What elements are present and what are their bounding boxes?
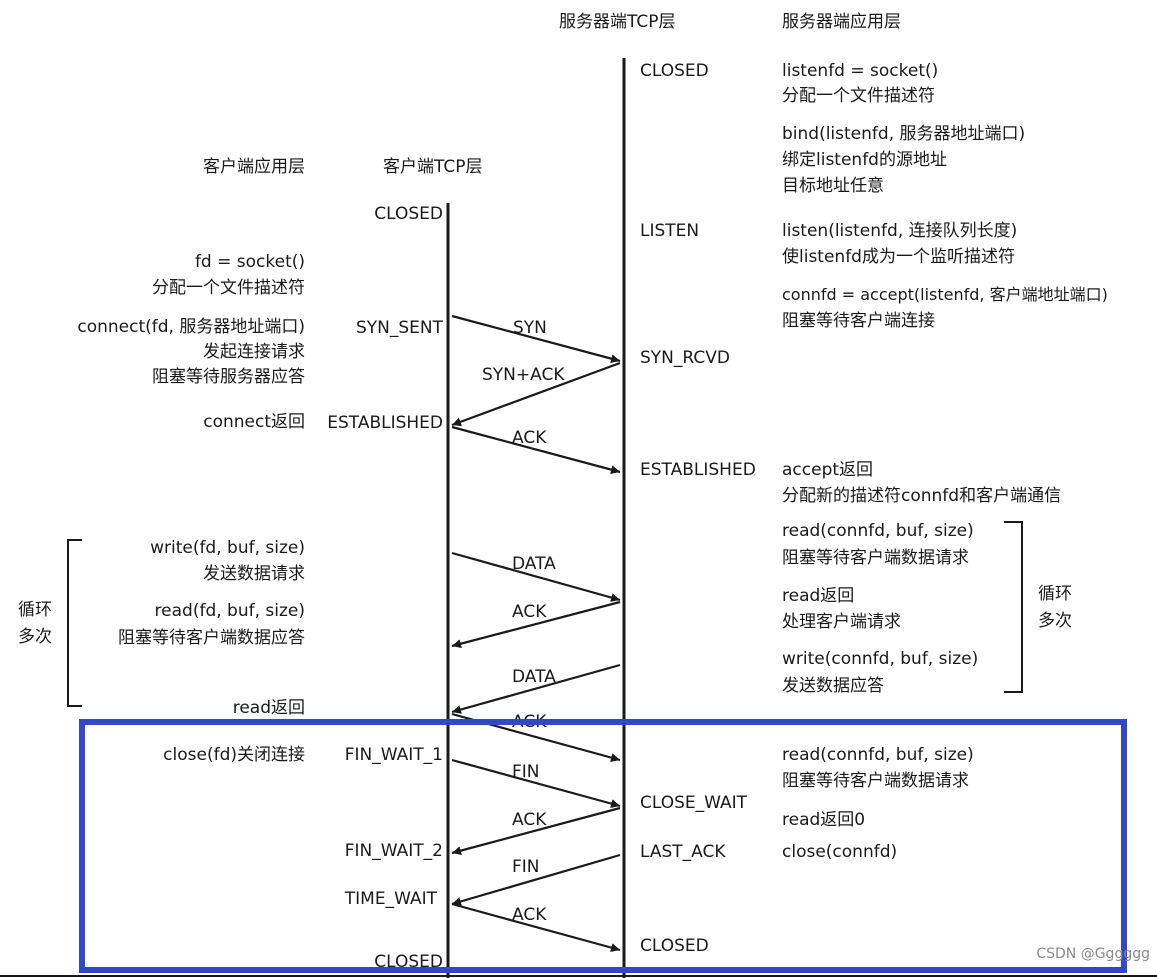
client-call-socket-desc: 分配一个文件描述符 [152, 278, 305, 298]
client-app-header: 客户端应用层 [203, 157, 305, 177]
server-state-syn-rcvd: SYN_RCVD [640, 348, 730, 368]
server-call-close: close(connfd) [782, 842, 897, 862]
client-call-read-desc: 阻塞等待客户端数据应答 [118, 628, 305, 648]
client-state-fin-wait-2: FIN_WAIT_2 [345, 841, 443, 861]
server-call-read-2-desc: 阻塞等待客户端数据请求 [782, 771, 969, 791]
server-call-read-return-0: read返回0 [782, 810, 865, 830]
server-call-write: write(connfd, buf, size) [782, 649, 978, 669]
server-call-read-return: read返回 [782, 586, 854, 606]
server-state-listen: LISTEN [640, 221, 699, 241]
server-call-bind-desc-2: 目标地址任意 [782, 176, 884, 196]
server-call-listen: listen(listenfd, 连接队列长度) [782, 221, 1017, 241]
server-call-accept: connfd = accept(listenfd, 客户端地址端口) [782, 285, 1108, 304]
client-loop-label-2: 多次 [18, 627, 52, 647]
csdn-watermark: CSDN @Gggggg [1036, 946, 1150, 962]
msg-syn: SYN [513, 318, 547, 338]
server-call-read-desc: 阻塞等待客户端数据请求 [782, 548, 969, 568]
connection-close-highlight-box [79, 719, 1127, 973]
server-call-bind-desc-1: 绑定listenfd的源地址 [782, 150, 947, 170]
server-call-listen-desc: 使listenfd成为一个监听描述符 [782, 246, 1015, 267]
msg-fin-1: FIN [512, 762, 540, 782]
client-call-connect-desc-1: 发起连接请求 [203, 342, 305, 362]
server-loop-label-2: 多次 [1038, 611, 1072, 631]
server-state-established: ESTABLISHED [640, 460, 756, 480]
server-call-socket-desc: 分配一个文件描述符 [782, 86, 935, 106]
msg-data-2: DATA [512, 667, 556, 687]
server-call-accept-desc: 阻塞等待客户端连接 [782, 311, 935, 331]
msg-fin-2: FIN [512, 857, 540, 877]
server-state-closed-top: CLOSED [640, 61, 709, 81]
server-call-socket: listenfd = socket() [782, 61, 938, 81]
server-tcp-header: 服务器端TCP层 [559, 12, 676, 32]
server-call-read-return-desc: 处理客户端请求 [782, 612, 901, 632]
client-state-syn-sent: SYN_SENT [356, 318, 444, 338]
ack-arrow-4 [451, 806, 621, 856]
server-state-last-ack: LAST_ACK [640, 842, 726, 862]
client-call-read: read(fd, buf, size) [155, 601, 305, 621]
server-loop-label-1: 循环 [1038, 584, 1072, 604]
server-call-accept-return-desc: 分配新的描述符connfd和客户端通信 [782, 486, 1061, 506]
client-loop-bracket [67, 539, 82, 707]
client-call-write: write(fd, buf, size) [150, 538, 305, 558]
client-tcp-header: 客户端TCP层 [383, 157, 483, 177]
client-state-time-wait: TIME_WAIT [344, 889, 438, 909]
msg-ack-1: ACK [512, 428, 547, 448]
server-call-read: read(connfd, buf, size) [782, 521, 974, 541]
data-arrow-2 [451, 663, 621, 714]
fin-arrow-2 [451, 853, 621, 906]
ack-arrow-1 [451, 425, 621, 475]
msg-ack-2: ACK [512, 602, 547, 622]
server-call-bind: bind(listenfd, 服务器地址端口) [782, 124, 1025, 144]
client-call-connect-desc-2: 阻塞等待服务器应答 [152, 367, 305, 387]
ack-arrow-5 [451, 902, 621, 952]
msg-ack-4: ACK [512, 810, 547, 830]
msg-ack-5: ACK [512, 905, 547, 925]
client-call-socket: fd = socket() [195, 252, 305, 272]
data-arrow-1 [451, 551, 621, 602]
server-app-header: 服务器端应用层 [782, 12, 901, 32]
client-call-write-desc: 发送数据请求 [203, 564, 305, 584]
client-state-established: ESTABLISHED [327, 413, 443, 433]
client-call-read-return: read返回 [233, 698, 305, 718]
server-state-close-wait: CLOSE_WAIT [640, 793, 748, 813]
server-state-closed-bottom: CLOSED [640, 936, 709, 956]
syn-arrow [451, 314, 621, 364]
server-call-accept-return: accept返回 [782, 460, 873, 480]
client-call-connect-return: connect返回 [203, 412, 305, 432]
client-call-close: close(fd)关闭连接 [163, 745, 305, 765]
client-call-connect: connect(fd, 服务器地址端口) [77, 317, 305, 337]
syn-ack-arrow [451, 361, 621, 427]
client-loop-label-1: 循环 [18, 600, 52, 620]
server-call-read-2: read(connfd, buf, size) [782, 745, 974, 765]
client-state-closed-top: CLOSED [374, 204, 443, 224]
server-call-write-desc: 发送数据应答 [782, 676, 884, 696]
client-state-fin-wait-1: FIN_WAIT_1 [345, 745, 443, 765]
ack-arrow-2 [451, 600, 621, 649]
server-loop-bracket [1004, 521, 1023, 693]
fin-arrow-1 [451, 758, 621, 808]
msg-data-1: DATA [512, 554, 556, 574]
msg-syn-ack: SYN+ACK [482, 365, 565, 385]
